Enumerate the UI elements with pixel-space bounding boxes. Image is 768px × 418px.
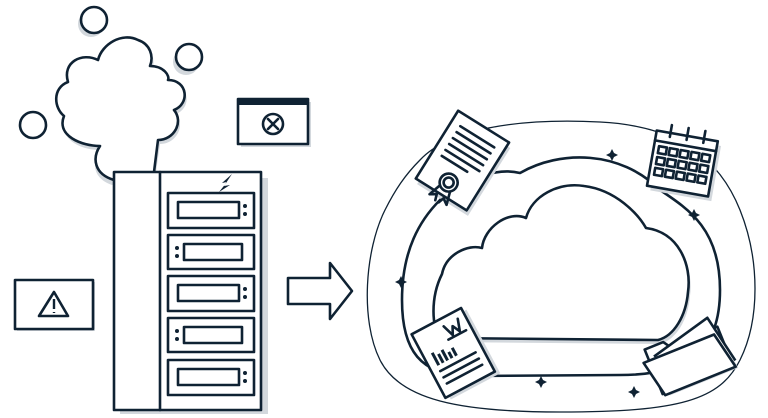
warning-sign-icon — [13, 278, 95, 331]
calendar-icon — [645, 123, 722, 202]
lightning-icon — [219, 174, 232, 192]
outer-boundary — [366, 120, 756, 413]
server-slot — [166, 233, 256, 271]
report-icon — [410, 306, 501, 400]
smoke-bubbles — [18, 5, 204, 140]
server-slots — [166, 191, 256, 397]
server-slot — [166, 274, 256, 313]
arrow-right-icon — [286, 261, 354, 321]
smoke-cloud-icon — [54, 36, 187, 185]
orbit-ring — [400, 156, 722, 378]
server-rack-icon — [112, 170, 268, 414]
folder-icon — [642, 316, 739, 397]
certificate-icon — [414, 109, 511, 216]
server-slot — [166, 358, 256, 397]
server-slot — [166, 191, 256, 230]
sparkle-icon — [395, 149, 700, 398]
server-slot — [166, 316, 256, 354]
error-window-icon — [236, 97, 311, 147]
cloud-scene — [366, 109, 756, 413]
cloud-icon — [432, 184, 690, 342]
